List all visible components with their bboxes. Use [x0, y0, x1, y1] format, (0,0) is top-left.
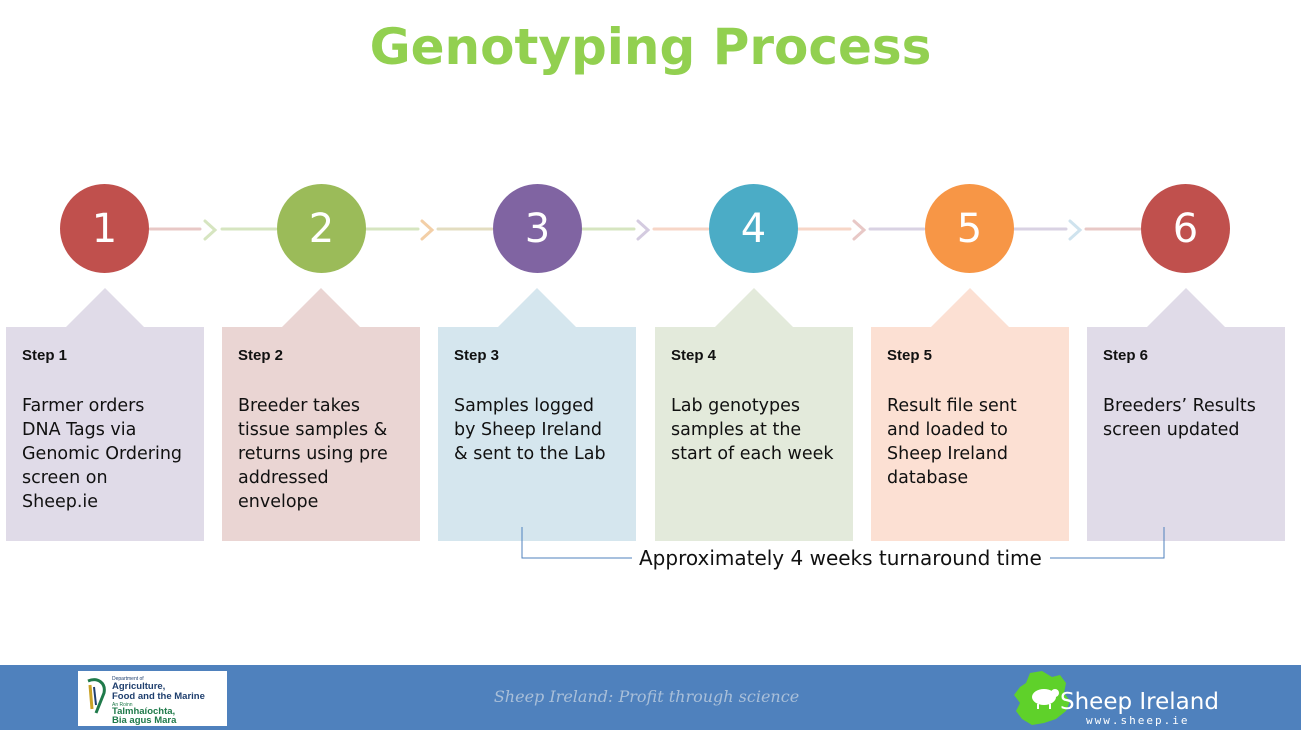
- department-name: Agriculture, Food and the Marine: [112, 681, 205, 702]
- step-5-card: Step 5 Result file sent and loaded to Sh…: [871, 288, 1069, 541]
- card-body: Step 5 Result file sent and loaded to Sh…: [871, 327, 1069, 541]
- card-pointer: [66, 288, 144, 327]
- turnaround-label: Approximately 4 weeks turnaround time: [636, 546, 1045, 570]
- step-label: Step 2: [238, 347, 284, 364]
- step-label: Step 1: [22, 347, 68, 364]
- card-body: Step 6 Breeders’ Results screen updated: [1087, 327, 1285, 541]
- step-description: Lab genotypes samples at the start of ea…: [671, 396, 834, 464]
- department-irish-name: Talmhaíochta, Bia agus Mara: [112, 706, 177, 726]
- card-pointer: [282, 288, 360, 327]
- page-title: Genotyping Process: [369, 18, 932, 76]
- card-body: Step 3 Samples logged by Sheep Ireland &…: [438, 327, 636, 541]
- step-label: Step 6: [1103, 347, 1149, 364]
- department-irish-small-text: An Roinn: [112, 702, 133, 708]
- step-description: Samples logged by Sheep Ireland & sent t…: [454, 396, 606, 464]
- card-pointer: [1147, 288, 1225, 327]
- sheep-ireland-name: Sheep Ireland: [1060, 689, 1219, 715]
- step-description: Result file sent and loaded to Sheep Ire…: [887, 396, 1017, 488]
- step-description: Breeder takes tissue samples & returns u…: [238, 396, 388, 512]
- step-2-circle: 2: [277, 184, 366, 273]
- step-description: Farmer orders DNA Tags via Genomic Order…: [22, 396, 183, 512]
- card-pointer: [715, 288, 793, 327]
- ireland-map-icon: [1014, 671, 1070, 725]
- footer-tagline: Sheep Ireland: Profit through science: [493, 687, 800, 706]
- step-2-card: Step 2 Breeder takes tissue samples & re…: [222, 288, 420, 541]
- card-body: Step 1 Farmer orders DNA Tags via Genomi…: [6, 327, 204, 541]
- step-label: Step 5: [887, 347, 933, 364]
- step-5-circle: 5: [925, 184, 1014, 273]
- step-1-card: Step 1 Farmer orders DNA Tags via Genomi…: [6, 288, 204, 541]
- sheep-ireland-url: www.sheep.ie: [1086, 714, 1190, 727]
- card-pointer: [931, 288, 1009, 327]
- turnaround-bracket: [521, 527, 1165, 559]
- step-1-circle: 1: [60, 184, 149, 273]
- step-3-card: Step 3 Samples logged by Sheep Ireland &…: [438, 288, 636, 541]
- step-label: Step 3: [454, 347, 500, 364]
- department-logo: Department of Agriculture, Food and the …: [78, 671, 227, 726]
- step-6-card: Step 6 Breeders’ Results screen updated: [1087, 288, 1285, 541]
- card-body: Step 4 Lab genotypes samples at the star…: [655, 327, 853, 541]
- step-6-circle: 6: [1141, 184, 1230, 273]
- step-4-card: Step 4 Lab genotypes samples at the star…: [655, 288, 853, 541]
- step-description: Breeders’ Results screen updated: [1103, 396, 1256, 440]
- footer-bar: Department of Agriculture, Food and the …: [0, 665, 1301, 730]
- department-small-text: Department of: [112, 676, 144, 682]
- card-pointer: [498, 288, 576, 327]
- step-label: Step 4: [671, 347, 717, 364]
- step-4-circle: 4: [709, 184, 798, 273]
- step-connectors: [148, 219, 1142, 241]
- harp-icon: [87, 678, 106, 714]
- card-body: Step 2 Breeder takes tissue samples & re…: [222, 327, 420, 541]
- sheep-ireland-logo: Sheep Ireland www.sheep.ie: [1008, 669, 1238, 729]
- step-3-circle: 3: [493, 184, 582, 273]
